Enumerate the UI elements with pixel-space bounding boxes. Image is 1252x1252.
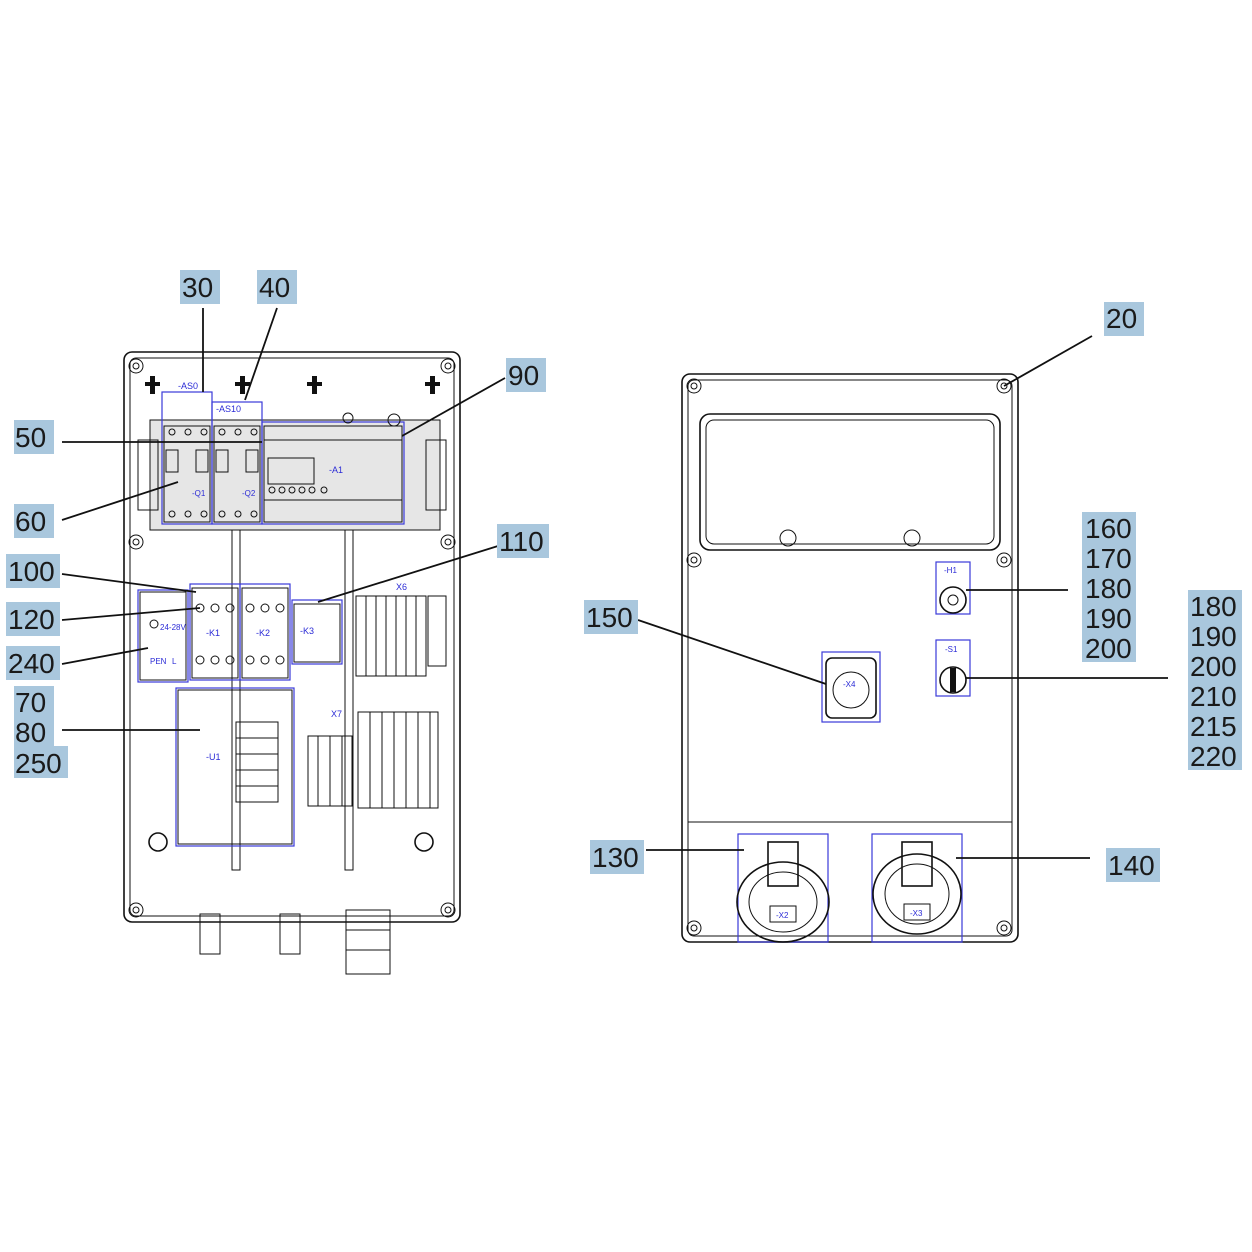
psu-module: 24-28V PEN L	[137, 589, 189, 683]
callout-150: 150	[586, 602, 633, 633]
ref-pen: PEN	[150, 657, 167, 666]
ref-as0: -AS0	[178, 381, 198, 391]
leader-lines	[61, 307, 1168, 859]
callout-40: 40	[259, 272, 290, 303]
callout-60: 60	[15, 506, 46, 537]
relay-k3: -K3	[291, 599, 343, 665]
callout-180: 180	[1085, 573, 1132, 604]
ref-q1: -Q1	[192, 489, 206, 498]
callout-215: 215	[1190, 711, 1237, 742]
ref-x4: -X4	[843, 680, 856, 689]
callout-100: 100	[8, 556, 55, 587]
ref-a1: -A1	[329, 465, 343, 475]
callout-140: 140	[1108, 850, 1155, 881]
ref-k3: -K3	[300, 626, 314, 636]
callout-20: 20	[1106, 303, 1137, 334]
callout-220: 220	[1190, 741, 1237, 772]
contactor-k2: -K2	[239, 583, 291, 681]
ref-s1: -S1	[945, 645, 958, 654]
callout-80: 80	[15, 717, 46, 748]
socket-x4: -X4	[821, 651, 881, 723]
ref-x3: -X3	[910, 909, 923, 918]
ref-q2: -Q2	[242, 489, 256, 498]
terminal-block-x7: X7	[307, 709, 439, 809]
callout-240: 240	[8, 648, 55, 679]
terminal-block-x6: X6	[355, 582, 447, 677]
callout-labels-left: 30 40 90 50 60 110 100 120 240 70 80 250	[6, 270, 549, 779]
interior-enclosure: -AS0 -Q1 -AS10 -Q2 -A1	[123, 351, 461, 975]
callout-120: 120	[8, 604, 55, 635]
callout-190b: 190	[1190, 621, 1237, 652]
callout-250: 250	[15, 748, 62, 779]
ref-k2: -K2	[256, 628, 270, 638]
ref-l: L	[172, 657, 177, 666]
callout-210: 210	[1190, 681, 1237, 712]
callout-90: 90	[508, 360, 539, 391]
callout-200b: 200	[1190, 651, 1237, 682]
selector-switch-s1: -S1	[935, 639, 971, 697]
controller-a1: -A1	[261, 412, 405, 525]
callout-200: 200	[1085, 633, 1132, 664]
callout-190: 190	[1085, 603, 1132, 634]
callout-170: 170	[1085, 543, 1132, 574]
indicator-lamp-h1: -H1	[935, 561, 971, 615]
ref-psu-v: 24-28V	[160, 623, 186, 632]
ref-h1: -H1	[944, 566, 957, 575]
cee-socket-x3: -X3	[871, 833, 963, 943]
callout-50: 50	[15, 422, 46, 453]
ref-u1: -U1	[206, 752, 221, 762]
ref-x7: X7	[331, 709, 342, 719]
callout-30: 30	[182, 272, 213, 303]
ref-x6: X6	[396, 582, 407, 592]
callout-180b: 180	[1190, 591, 1237, 622]
viewing-window	[699, 413, 1001, 551]
ref-k1: -K1	[206, 628, 220, 638]
callout-110: 110	[499, 526, 544, 557]
module-as10: -AS10 -Q2	[211, 401, 263, 525]
cable-glands	[199, 909, 391, 975]
unit-u1: -U1	[175, 687, 295, 847]
callout-labels-right: 20 160 170 180 190 200 180 190 200 210 2…	[584, 302, 1242, 882]
door-enclosure: -H1 -S1 -X4 -X2	[681, 373, 1019, 943]
corner-screws	[128, 358, 456, 918]
callout-130: 130	[592, 842, 639, 873]
callout-70: 70	[15, 687, 46, 718]
ref-as10: -AS10	[216, 404, 241, 414]
ref-x2: -X2	[776, 911, 789, 920]
top-din-clips	[145, 376, 440, 394]
cee-socket-x2: -X2	[736, 833, 830, 943]
callout-160: 160	[1085, 513, 1132, 544]
